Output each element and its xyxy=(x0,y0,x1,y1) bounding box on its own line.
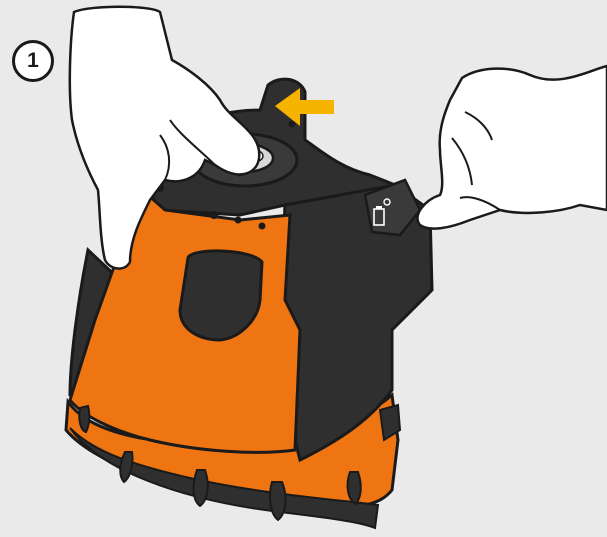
step-number-badge: 1 xyxy=(12,40,54,82)
step-number: 1 xyxy=(27,49,39,73)
right-dark-body xyxy=(280,185,432,460)
right-hand xyxy=(418,66,607,229)
